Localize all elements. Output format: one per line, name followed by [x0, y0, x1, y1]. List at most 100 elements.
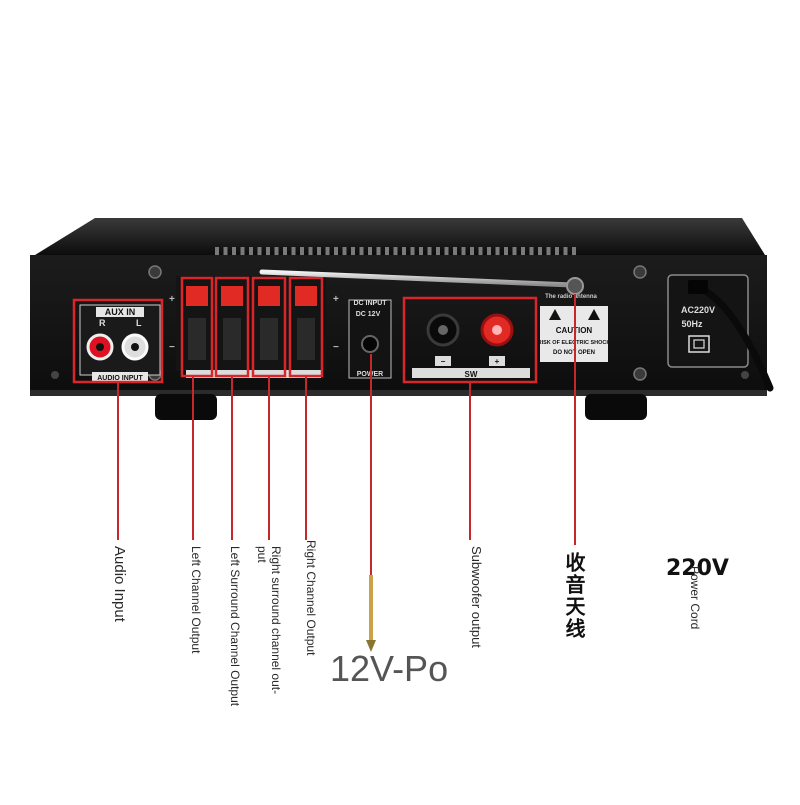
- aux-header: [96, 307, 144, 317]
- warning-triangle-icon-2: [588, 309, 600, 320]
- vent-slot: [461, 247, 466, 255]
- vent-slot: [232, 247, 236, 255]
- subwoofer-block: SW: [402, 296, 538, 384]
- terminal-minus-mark-right: −: [333, 342, 339, 353]
- label-left-channel: Left Channel Output: [189, 546, 203, 654]
- vent-slot: [410, 247, 415, 255]
- vent-slot: [393, 247, 398, 255]
- vent-slot: [257, 247, 262, 255]
- vent-slot: [419, 247, 423, 255]
- vent-slot: [478, 247, 483, 255]
- terminal-plus-mark-right: +: [333, 294, 339, 305]
- vent-slot: [376, 247, 381, 255]
- label-antenna-cn: 收音天线: [562, 552, 586, 640]
- vent-slot: [368, 247, 372, 255]
- callout-lines: [117, 294, 576, 580]
- vent-slot: [308, 247, 313, 255]
- double-insulation-icon: [688, 335, 710, 353]
- vent-slot: [529, 247, 534, 255]
- terminal-left-surround[interactable]: [214, 276, 250, 378]
- terminal-plus-mark: +: [169, 294, 175, 305]
- probe-tip: [366, 575, 376, 652]
- chassis-top: [35, 218, 765, 255]
- rca-jack-left-center: [131, 343, 139, 351]
- vent-slot: [359, 247, 364, 255]
- vent-slots: [215, 247, 576, 255]
- sub-minus-mark: −: [441, 357, 446, 366]
- vent-slot: [249, 247, 253, 255]
- vent-slot: [317, 247, 321, 255]
- aux-r-text: R: [99, 318, 106, 328]
- vent-slot: [436, 247, 440, 255]
- vent-slot: [283, 247, 287, 255]
- dc-voltage-text: DC 12V: [356, 311, 381, 318]
- vent-slot: [351, 247, 355, 255]
- vent-slot: [402, 247, 406, 255]
- vent-slot: [274, 247, 279, 255]
- vent-slot: [538, 247, 542, 255]
- sw-text: SW: [465, 370, 478, 379]
- vent-slot: [512, 247, 517, 255]
- aux-l-text: L: [136, 318, 142, 328]
- antenna-rod: [259, 269, 575, 288]
- vent-slot: [546, 247, 551, 255]
- vent-slot: [334, 247, 338, 255]
- sub-plus-mark: +: [495, 357, 500, 366]
- vent-slot: [215, 247, 219, 255]
- terminal-right-surround[interactable]: [251, 276, 287, 378]
- vent-slot: [300, 247, 304, 255]
- aux-in-text: AUX IN: [105, 307, 136, 317]
- foot-left: [155, 394, 217, 420]
- label-audio-input: Audio Input: [111, 546, 128, 622]
- ac-voltage-text: AC220V: [681, 305, 715, 315]
- chassis-bottom-edge: [30, 390, 767, 396]
- foot-right: [585, 394, 647, 420]
- radio-antenna-text: The radio antenna: [545, 294, 597, 300]
- dc-power-jack[interactable]: [361, 335, 379, 353]
- frequency-text: 50Hz: [681, 319, 703, 329]
- aux-highlight-box: [72, 298, 164, 384]
- label-subwoofer: Subwoofer output: [469, 546, 484, 648]
- power-cord-plug: [688, 280, 708, 294]
- vent-slot: [563, 247, 568, 255]
- vent-slot: [495, 247, 500, 255]
- vent-slot: [572, 247, 576, 255]
- vent-slot: [223, 247, 228, 255]
- vent-slot: [240, 247, 245, 255]
- sub-terminal-black[interactable]: −: [426, 313, 460, 366]
- power-cord[interactable]: [696, 284, 774, 392]
- label-right-surround-1: Right surround channel out-: [269, 546, 283, 695]
- vent-slot: [325, 247, 330, 255]
- sub-terminal-red[interactable]: +: [480, 313, 514, 366]
- label-right-channel: Right Channel Output: [304, 540, 318, 656]
- vent-slot: [385, 247, 389, 255]
- vent-slot: [470, 247, 474, 255]
- terminal-right-channel[interactable]: [288, 276, 324, 378]
- antenna-connector[interactable]: [566, 277, 584, 295]
- terminal-minus-mark: −: [169, 342, 175, 353]
- label-left-surround: Left Surround Channel Output: [228, 546, 242, 707]
- vent-slot: [555, 247, 559, 255]
- audio-input-plate: [92, 372, 148, 381]
- terminal-left-channel[interactable]: [180, 276, 214, 378]
- vent-slot: [266, 247, 270, 255]
- label-220v: 220V: [666, 556, 729, 581]
- label-right-surround-2: put: [255, 546, 269, 563]
- dc-input-text: DC INPUT: [353, 300, 387, 307]
- vent-slot: [521, 247, 525, 255]
- vent-slot: [453, 247, 457, 255]
- vent-slot: [427, 247, 432, 255]
- warning-triangle-icon: [549, 309, 561, 320]
- vent-slot: [444, 247, 449, 255]
- vent-slot: [487, 247, 491, 255]
- ac-inlet: AC220V 50Hz: [667, 274, 749, 368]
- label-12v-power: 12V-Po: [330, 648, 449, 689]
- vent-slot: [291, 247, 296, 255]
- rca-jack-right-center: [96, 343, 104, 351]
- label-power-cord: Power Cord: [688, 566, 702, 630]
- vent-slot: [342, 247, 347, 255]
- vent-slot: [504, 247, 508, 255]
- audio-input-text: AUDIO INPUT: [97, 375, 143, 382]
